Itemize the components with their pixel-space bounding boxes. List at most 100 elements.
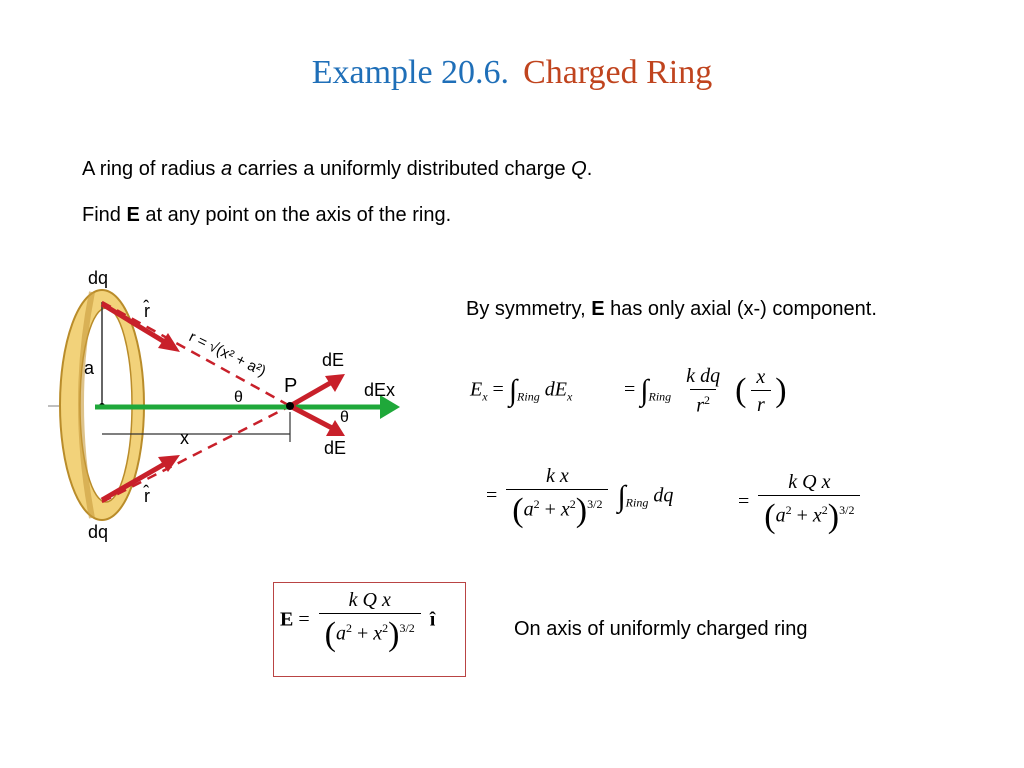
eq-paren: ( — [324, 616, 336, 653]
label-rhat-bottom: r̂ — [143, 485, 150, 506]
axis-arrow-head — [380, 395, 400, 419]
equation-final-result: E = k Q x(a2 + x2)3/2 î — [280, 590, 435, 652]
eq-paren: ( — [735, 371, 747, 409]
eq-sub-x: x — [566, 389, 573, 404]
eq-paren: ) — [388, 616, 400, 653]
eq-exp: 3/2 — [399, 620, 415, 635]
label-theta-right: θ — [340, 409, 349, 426]
eq-ring: Ring — [648, 389, 672, 404]
eq-plus: + — [356, 622, 369, 645]
text: By symmetry, — [466, 298, 592, 320]
label-a: a — [84, 358, 95, 378]
eq-ring: Ring — [517, 389, 540, 404]
ring-diagram: dq r̂ r = √(x² + a²) a θ P dE dEx θ x r̂… — [48, 268, 400, 542]
eq-r: r — [756, 393, 765, 416]
equation-kx-over-denominator: = k x(a2 + x2)3/2 ∫Ring dq — [486, 466, 673, 528]
var-a: a — [220, 158, 233, 180]
bold-e: E — [126, 204, 140, 226]
equation-ex-integral: Ex = ∫Ring dEx — [470, 376, 572, 406]
eq-dq: dq — [653, 484, 674, 507]
text: A ring of radius — [82, 158, 221, 180]
de-bottom-arrow — [288, 403, 334, 431]
de-bottom-arrow-head — [326, 420, 345, 436]
eq-q: Q — [802, 471, 817, 493]
eq-a: a — [523, 498, 534, 521]
rhat-top-arrow-head — [158, 333, 180, 352]
eq-a: a — [335, 622, 346, 645]
eq-de: dE — [544, 378, 567, 401]
eq-ring: Ring — [625, 495, 649, 510]
label-de-top: dE — [322, 350, 344, 370]
eq-x: x — [821, 471, 831, 493]
eq-equals: = — [492, 378, 504, 401]
problem-line-2: Find E at any point on the axis of the r… — [82, 204, 451, 227]
result-box — [273, 582, 466, 677]
fraction-kdq-r2: k dq r2 — [680, 366, 726, 416]
eq-exp: 3/2 — [839, 502, 855, 517]
eq-paren: ) — [575, 492, 588, 529]
eq-sq: 2 — [569, 496, 576, 511]
eq-q: Q — [362, 589, 377, 611]
var-q: Q — [571, 158, 587, 180]
text: at any point on the axis of the ring. — [139, 204, 452, 226]
text: Find — [82, 204, 127, 226]
fraction-kqx: k Q x(a2 + x2)3/2 — [758, 471, 861, 534]
r-dashed-bottom — [101, 404, 291, 504]
symmetry-statement: By symmetry, E has only axial (x-) compo… — [466, 298, 877, 321]
label-rhat-top: r̂ — [143, 300, 150, 321]
rhat-bottom-arrow-head — [158, 455, 180, 472]
eq-k: k — [348, 589, 358, 611]
eq-plus: + — [544, 498, 556, 521]
eq-sq: 2 — [821, 502, 828, 517]
label-de-bottom: dE — [324, 438, 346, 458]
eq-e: E — [470, 378, 483, 401]
eq-equals: = — [738, 490, 750, 513]
eq-integral: ∫ — [617, 480, 626, 513]
title-name: Charged Ring — [523, 54, 713, 91]
title-prefix: Example 20.6. — [311, 54, 510, 91]
eq-equals: = — [486, 484, 498, 507]
eq-i-hat: î — [429, 608, 436, 631]
eq-x: x — [812, 504, 822, 527]
label-dex: dEx — [364, 380, 395, 400]
eq-x: x — [756, 365, 766, 388]
eq-r: r — [696, 394, 705, 417]
label-p: P — [284, 375, 297, 397]
eq-e-bold: E — [280, 608, 294, 631]
eq-a: a — [775, 504, 786, 527]
eq-k: k — [686, 365, 696, 387]
eq-sq: 2 — [533, 496, 540, 511]
eq-x: x — [559, 465, 569, 487]
eq-equals: = — [624, 378, 636, 401]
point-p — [286, 402, 294, 410]
slide-title: Example 20.6. Charged Ring — [0, 54, 1024, 92]
eq-integral: ∫ — [640, 373, 649, 407]
eq-x: x — [381, 589, 391, 611]
eq-plus: + — [796, 504, 808, 527]
eq-sub-x: x — [482, 389, 488, 404]
result-caption: On axis of uniformly charged ring — [514, 618, 808, 640]
eq-dq: dq — [700, 365, 721, 387]
eq-sq: 2 — [382, 620, 389, 635]
eq-k: k — [545, 465, 555, 487]
eq-x: x — [560, 498, 570, 521]
eq-sq: 2 — [785, 502, 792, 517]
label-x: x — [180, 428, 189, 448]
eq-k: k — [788, 471, 798, 493]
equation-kqx-result: = k Q x(a2 + x2)3/2 — [738, 472, 864, 534]
rhat-bottom-arrow — [100, 459, 170, 503]
eq-paren: ( — [512, 492, 524, 529]
eq-equals: = — [298, 608, 310, 631]
eq-integral: ∫ — [508, 374, 518, 407]
problem-line-1: A ring of radius a carries a uniformly d… — [82, 158, 592, 181]
eq-exp: 3/2 — [587, 496, 603, 511]
rhat-top-arrow — [100, 301, 170, 347]
eq-sq: 2 — [345, 620, 352, 635]
eq-x: x — [373, 622, 383, 645]
r-dashed-top — [101, 300, 291, 408]
text: has only axial (x-) component. — [604, 298, 877, 320]
eq-sq: 2 — [704, 393, 711, 407]
label-dq-top: dq — [88, 268, 108, 288]
